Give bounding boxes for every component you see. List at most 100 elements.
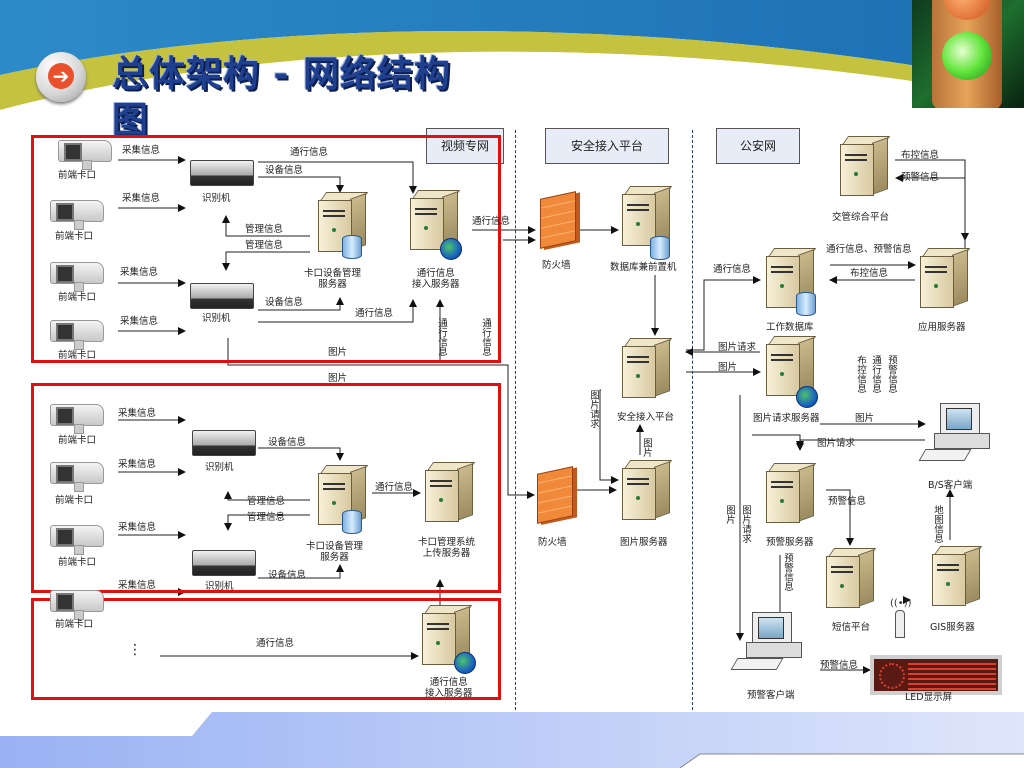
edge-label: 图片请求 <box>588 390 599 428</box>
edge-label: 采集信息 <box>120 316 159 327</box>
edge-label: 管理信息 <box>245 224 284 235</box>
camera-label: 前端卡口 <box>55 619 94 630</box>
recognizer-icon <box>190 160 254 186</box>
globe-icon <box>440 238 462 260</box>
edge-label: 采集信息 <box>122 193 161 204</box>
upload-server-label: 卡口管理系统 上传服务器 <box>418 537 476 559</box>
database-icon <box>650 236 670 260</box>
ellipsis-icon: ⋮ <box>128 642 142 658</box>
edge-label: 通行信息 <box>436 318 447 356</box>
camera-icon <box>50 260 106 292</box>
access-server-label: 通行信息 接入服务器 <box>425 677 473 699</box>
highlight-group-2 <box>31 383 501 593</box>
edge-label: 采集信息 <box>118 459 157 470</box>
picture-req-server-label: 图片请求服务器 <box>753 413 820 424</box>
led-screen-icon <box>870 655 1002 695</box>
edge-label: 布控信息 <box>901 150 940 161</box>
edge-label: 通行信息 <box>713 264 752 275</box>
server-icon <box>409 190 461 250</box>
database-icon <box>342 235 362 259</box>
edge-label: 通行信息 <box>256 638 295 649</box>
zone-divider <box>515 130 516 710</box>
edge-label: 预警信息 <box>828 496 867 507</box>
edge-label: 设备信息 <box>268 570 307 581</box>
camera-label: 前端卡口 <box>58 170 97 181</box>
globe-icon <box>454 652 476 674</box>
device-mgmt-server-label: 卡口设备管理 服务器 <box>304 268 362 290</box>
edge-label: 布控信息 <box>855 355 866 393</box>
edge-label: 采集信息 <box>118 408 157 419</box>
firewall-label: 防火墙 <box>542 260 571 271</box>
server-icon <box>765 463 817 523</box>
access-platform-label: 安全接入平台 <box>617 412 675 423</box>
camera-label: 前端卡口 <box>58 350 97 361</box>
camera-icon <box>58 138 114 170</box>
firewall-icon <box>537 466 573 524</box>
edge-label: 图片 <box>718 362 738 373</box>
edge-label: 设备信息 <box>268 437 307 448</box>
zone-security-platform: 安全接入平台 <box>545 128 669 164</box>
edge-label: 通行信息 <box>290 147 329 158</box>
highlight-group-1 <box>31 135 501 363</box>
camera-label: 前端卡口 <box>58 435 97 446</box>
edge-label: 采集信息 <box>118 522 157 533</box>
work-db-label: 工作数据库 <box>766 322 814 333</box>
gis-server-label: GIS服务器 <box>930 622 975 633</box>
edge-label: 预警信息 <box>886 355 897 393</box>
edge-label: 图片请求 <box>718 342 757 353</box>
header-banner <box>0 0 1024 120</box>
camera-label: 前端卡口 <box>58 292 97 303</box>
edge-label: 图片 <box>328 347 348 358</box>
access-server-label: 通行信息 接入服务器 <box>412 268 460 290</box>
edge-label: 管理信息 <box>247 512 286 523</box>
edge-label: 地图信息 <box>932 505 943 543</box>
server-icon <box>839 136 891 196</box>
database-icon <box>796 292 816 316</box>
edge-label: 采集信息 <box>122 145 161 156</box>
edge-label: 图片 <box>724 505 735 524</box>
edge-label: 预警信息 <box>782 553 793 591</box>
server-icon <box>919 248 971 308</box>
edge-label: 设备信息 <box>265 165 304 176</box>
recognizer-label: 识别机 <box>205 581 234 592</box>
zone-divider <box>692 130 693 710</box>
alert-server-label: 预警服务器 <box>766 537 814 548</box>
zone-police-network: 公安网 <box>716 128 800 164</box>
recognizer-icon <box>192 430 256 456</box>
edge-label: 采集信息 <box>118 580 157 591</box>
slide-title: 总体架构 - 网络结构图 <box>112 54 452 141</box>
camera-icon <box>50 588 106 620</box>
camera-label: 前端卡口 <box>58 557 97 568</box>
server-icon <box>931 546 983 606</box>
edge-label: 通行信息 <box>472 216 511 227</box>
server-icon <box>621 460 673 520</box>
camera-icon <box>50 198 106 230</box>
highlight-group-3 <box>31 598 501 700</box>
server-icon <box>765 336 817 396</box>
edge-label: 通行信息 <box>355 308 394 319</box>
recognizer-label: 识别机 <box>202 193 231 204</box>
traffic-platform-label: 交管综合平台 <box>832 212 890 223</box>
edge-label: 采集信息 <box>120 267 159 278</box>
edge-label: 图片请求 <box>817 438 856 449</box>
edge-label: 布控信息 <box>850 268 889 279</box>
right-arrow-icon: ➔ <box>36 52 86 102</box>
camera-label: 前端卡口 <box>55 231 94 242</box>
device-mgmt-server-label: 卡口设备管理 服务器 <box>306 541 364 563</box>
sms-platform-label: 短信平台 <box>832 622 871 633</box>
edge-label: 图片 <box>641 438 652 457</box>
antenna-icon: ((•)) <box>890 598 912 638</box>
edge-label: 预警信息 <box>820 660 859 671</box>
edge-label: 设备信息 <box>265 297 304 308</box>
app-server-label: 应用服务器 <box>918 322 966 333</box>
server-icon <box>421 605 473 665</box>
front-db-label: 数据库兼前置机 <box>610 262 677 273</box>
led-screen-label: LED显示屏 <box>905 692 953 703</box>
edge-label: 通行信息 <box>480 318 491 356</box>
camera-icon <box>50 318 106 350</box>
zone-video-network: 视频专网 <box>426 128 504 164</box>
edge-label: 通行信息 <box>870 355 881 393</box>
server-icon <box>621 338 673 398</box>
footer-banner <box>0 712 1024 768</box>
